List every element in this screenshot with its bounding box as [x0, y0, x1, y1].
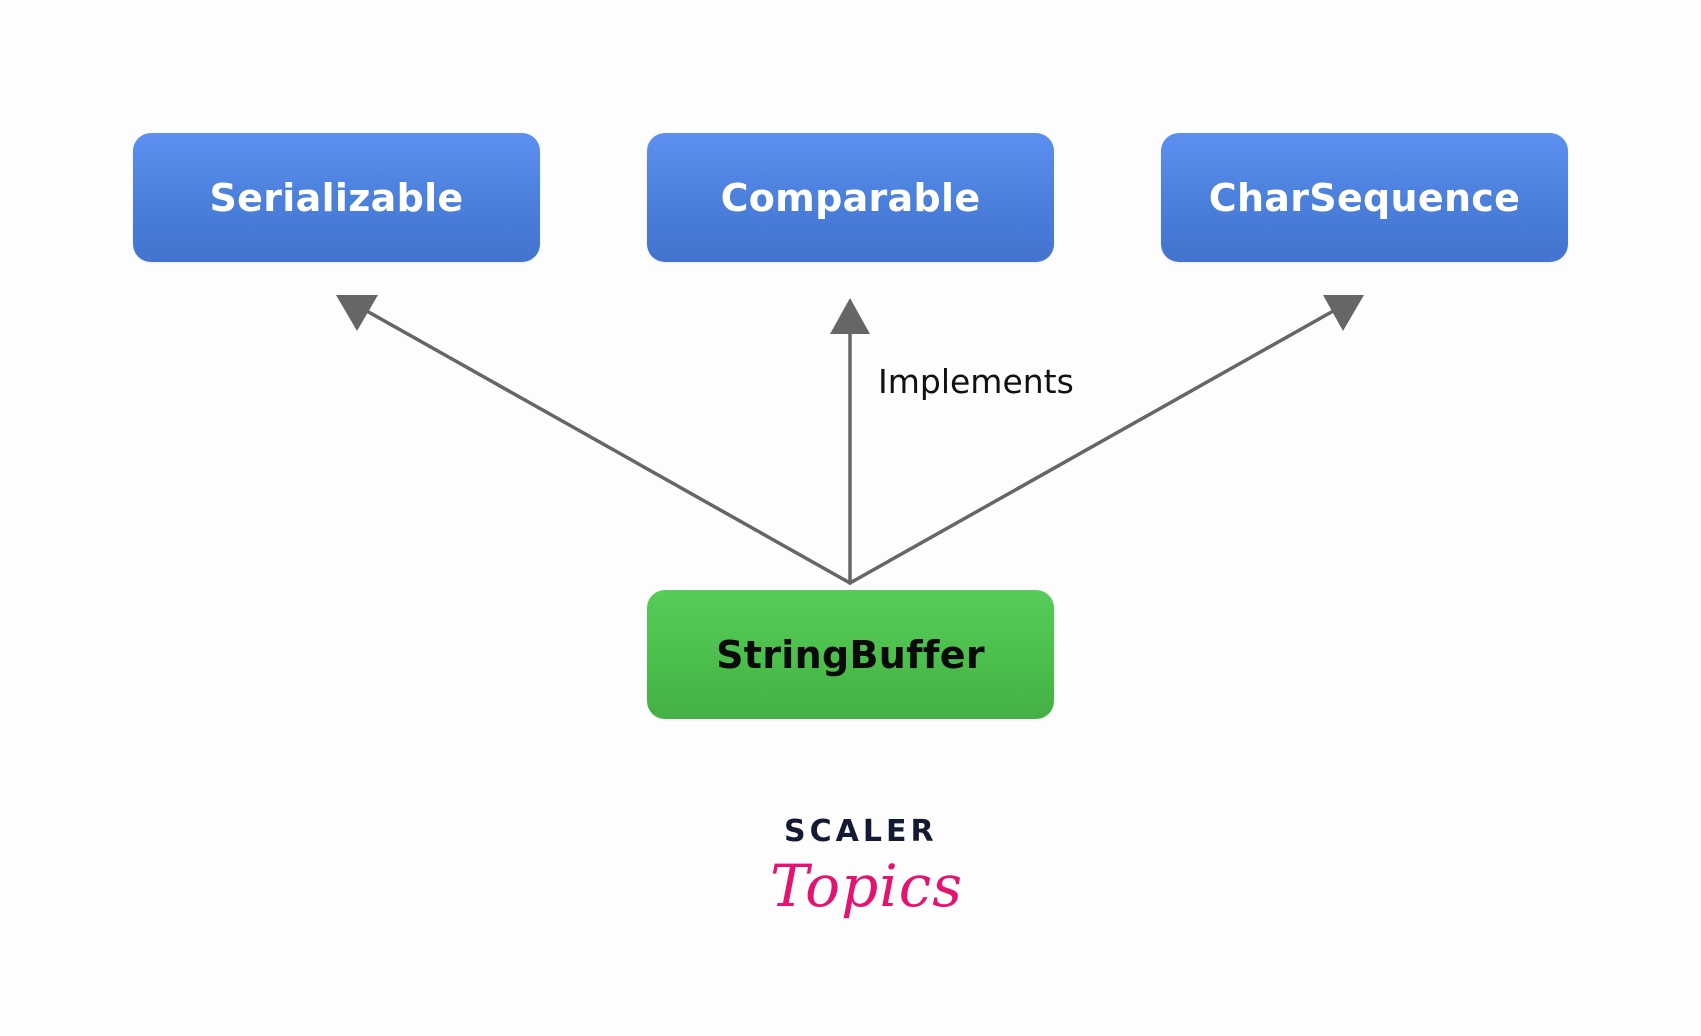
logo-wordmark-top: SCALER — [784, 814, 938, 849]
edge-label-implements: Implements — [878, 362, 1074, 401]
arrowhead-serializable — [336, 295, 378, 331]
arrow-to-serializable — [363, 308, 852, 585]
node-comparable-label: Comparable — [720, 175, 981, 220]
node-stringbuffer: StringBuffer — [647, 590, 1054, 719]
arrow-to-charsequence — [848, 308, 1337, 585]
node-charsequence-label: CharSequence — [1208, 175, 1521, 220]
node-stringbuffer-label: StringBuffer — [716, 632, 985, 677]
scaler-topics-logo: SCALER Topics — [770, 814, 962, 944]
node-serializable: Serializable — [133, 133, 540, 262]
arrowhead-charsequence — [1323, 295, 1364, 331]
logo-wordmark-bottom: Topics — [770, 852, 964, 920]
node-charsequence: CharSequence — [1161, 133, 1568, 262]
node-serializable-label: Serializable — [209, 175, 464, 220]
node-comparable: Comparable — [647, 133, 1054, 262]
arrowhead-comparable — [830, 298, 870, 334]
